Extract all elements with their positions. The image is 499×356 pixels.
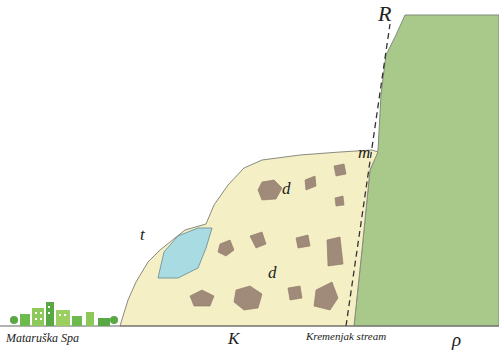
unit-label: ρ (452, 330, 461, 351)
stream-label: Kremenjak stream (306, 330, 386, 342)
lake-label: t (140, 226, 145, 245)
blocks (190, 164, 346, 310)
zone-label: m (358, 144, 370, 163)
place-label: Mataruška Spa (6, 332, 79, 345)
block-label: d (282, 180, 291, 199)
unit-label: K (228, 330, 239, 349)
fault-label: R (378, 2, 391, 26)
town-icon (10, 302, 118, 326)
lake (158, 228, 212, 278)
deposit (120, 150, 378, 326)
rock-mass (354, 15, 499, 326)
block-label: d (268, 264, 277, 283)
fault-line (346, 24, 390, 326)
